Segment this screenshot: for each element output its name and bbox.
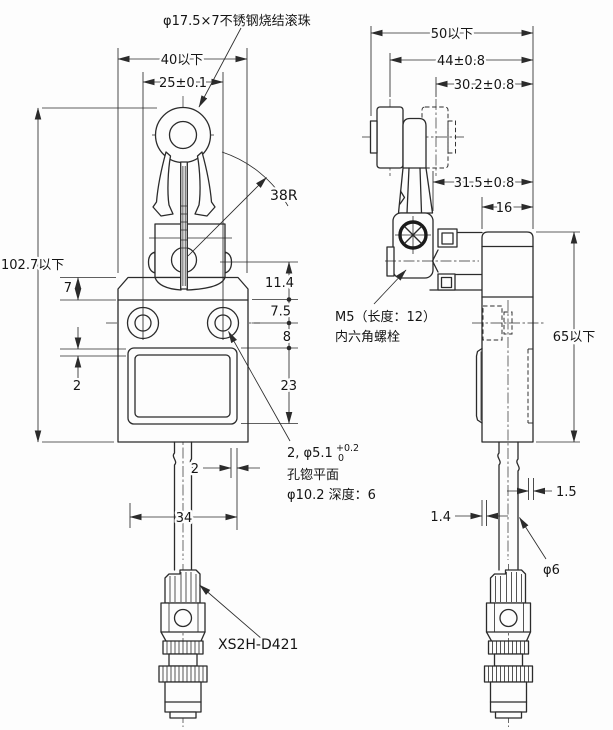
counterbore-line2: 孔锪平面 [287, 467, 339, 483]
dim-side-offset-right: 1.5 [507, 478, 579, 502]
dim-label-2-frame: 2 [73, 379, 81, 394]
bolt-spec-line1: M5（长度：12） [335, 309, 436, 325]
dim-label-1-4: 1.4 [430, 510, 451, 525]
lever-hub-side [386, 212, 439, 279]
dim-side-roller-back: 44±0.8 [389, 52, 534, 97]
counterbore-tol-upper: +0.2 [336, 443, 359, 454]
dim-front-head-height: 7 [60, 277, 116, 301]
cable-side [497, 441, 520, 571]
dim-front-width-max: 40以下 [117, 48, 248, 273]
m5-bolt-head [398, 220, 428, 250]
dim-side-height-max: 65以下 [536, 231, 598, 443]
dim-label-1-5: 1.5 [556, 485, 577, 500]
dim-label-23: 23 [280, 379, 297, 394]
roller-side [369, 106, 404, 169]
dim-front-panel-frame: 2 [60, 327, 126, 396]
cable-front [172, 441, 194, 571]
connector-side [483, 563, 534, 728]
lever-arm-side [397, 117, 434, 214]
bolt-spec-line2: 内六角螺栓 [335, 329, 400, 345]
lever-hub-front [147, 223, 233, 291]
dim-label-11-4: 11.4 [265, 276, 294, 291]
dim-label-34: 34 [176, 511, 193, 526]
dim-label-2-cable: 2 [191, 462, 199, 477]
dim-label-102-7: 102.7以下 [1, 258, 64, 273]
dim-label-44: 44±0.8 [437, 54, 485, 69]
dim-label-16: 16 [496, 201, 513, 216]
dim-front-vertical-chain: 11.4 7.5 8 23 [220, 261, 299, 424]
dim-label-7-5: 7.5 [270, 305, 291, 320]
counterbore-line3: φ10.2 深度：6 [287, 487, 376, 503]
dim-label-65: 65以下 [553, 330, 596, 345]
lever-arm-front [152, 151, 216, 217]
dim-front-edge-offset: 2 [188, 448, 260, 530]
callout-connector-model: XS2H-D421 [199, 584, 301, 655]
dim-label-30-2: 30.2±0.8 [454, 78, 515, 93]
switch-body-front [117, 276, 249, 443]
dim-label-38R: 38R [270, 188, 298, 204]
dim-front-height-max: 102.7以下 [0, 107, 157, 443]
roller-side-hidden [421, 106, 456, 169]
callout-lever-radius: 38R [187, 151, 300, 257]
cable-dia-label: φ6 [543, 563, 560, 578]
dim-label-25: 25±0.1 [159, 76, 207, 91]
connector-front [158, 563, 208, 728]
dim-label-40: 40以下 [161, 53, 204, 68]
side-panel-edge [475, 347, 483, 424]
front-view [106, 96, 260, 728]
dim-front-panel-width: 34 [129, 503, 238, 528]
counterbore-tol-lower: 0 [338, 453, 344, 464]
callout-roller-spec: φ17.5×7不锈钢烧结滚珠 [161, 11, 313, 108]
dim-side-depth: 16 [481, 197, 534, 229]
dim-side-lever-back: 31.5±0.8 [432, 171, 534, 211]
dim-label-8: 8 [283, 330, 291, 345]
connector-model-label: XS2H-D421 [218, 637, 298, 653]
counterbore-line1: 2, φ5.1 [287, 446, 333, 461]
dim-side-offset-left: 1.4 [428, 500, 508, 527]
roller-spec-label: φ17.5×7不锈钢烧结滚珠 [163, 13, 311, 29]
dim-label-50: 50以下 [431, 27, 474, 42]
head-plunger-side [385, 228, 483, 291]
callout-bolt-spec: M5（长度：12） 内六角螺栓 [333, 269, 438, 347]
dim-front-hole-pitch: 25±0.1 [142, 72, 224, 340]
front-panel [127, 347, 238, 425]
dim-label-7: 7 [64, 281, 72, 296]
dim-side-roller2-back: 30.2±0.8 [435, 76, 534, 97]
dim-label-31-5: 31.5±0.8 [454, 176, 515, 191]
callout-counterbore: 2, φ5.1 +0.2 0 孔锪平面 φ10.2 深度：6 [228, 331, 378, 505]
roller-front [152, 106, 214, 164]
lever-blade-slot [180, 161, 188, 290]
callout-cable-dia: φ6 [519, 517, 562, 580]
switch-body-side [472, 231, 545, 443]
side-view [362, 99, 545, 728]
